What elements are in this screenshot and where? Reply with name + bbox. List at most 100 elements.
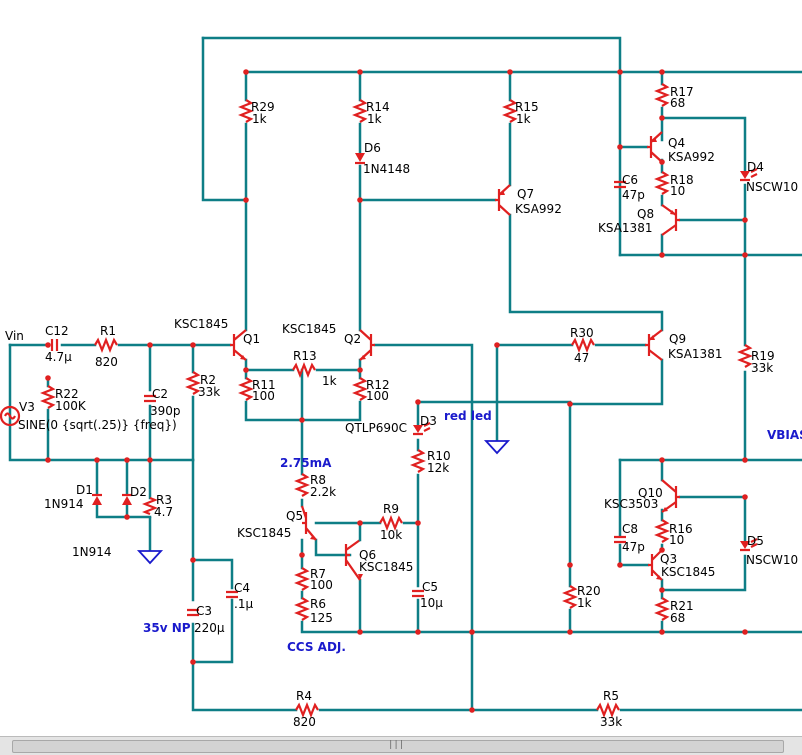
scrollbar-grip-icon: ||| [388,740,405,750]
d1-diode[interactable] [92,493,102,505]
d5-led[interactable] [740,538,758,552]
q3-transistor[interactable] [648,549,663,581]
q3-label: Q3 [660,552,677,566]
c3-capacitor[interactable] [187,608,199,617]
r29-value: 1k [252,112,267,126]
r19-resistor[interactable] [737,344,753,368]
c12-capacitor[interactable] [50,339,59,351]
r4-value: 820 [293,715,316,729]
q5-label: Q5 [286,509,303,523]
d2-diode[interactable] [122,493,132,505]
c6-value: 47p [622,188,645,202]
c6-label: C6 [622,173,638,187]
r6-value: 125 [310,611,333,625]
c4-capacitor[interactable] [226,590,238,599]
r7-label: R7 [310,567,326,581]
r20-resistor[interactable] [562,585,578,609]
c5-capacitor[interactable] [412,589,424,598]
r6-resistor[interactable] [294,597,310,621]
r9-resistor[interactable] [379,515,403,531]
q2-model: KSC1845 [282,322,336,336]
q2-label: Q2 [344,332,361,346]
r10-value: 12k [427,461,449,475]
r12-resistor[interactable] [352,377,368,401]
r15-value: 1k [516,112,531,126]
r14-resistor[interactable] [352,99,368,123]
vbias-label: VBIAS [767,428,802,442]
q1-model: KSC1845 [174,317,228,331]
q9-label: Q9 [669,332,686,346]
r13-resistor[interactable] [292,362,316,378]
schematic-canvas[interactable]: Vin C12 4.7µ R1 820 R22 100K V3 SINE(0 {… [0,0,802,736]
v3-source[interactable] [0,405,21,427]
r2-resistor[interactable] [185,371,201,395]
labels: Vin C12 4.7µ R1 820 R22 100K V3 SINE(0 {… [5,85,802,729]
r3-resistor[interactable] [142,496,158,516]
r29-resistor[interactable] [238,99,254,123]
q7-transistor[interactable] [495,184,511,216]
r30-resistor[interactable] [571,337,595,353]
r7-resistor[interactable] [294,567,310,591]
r21-resistor[interactable] [654,597,670,621]
q6-transistor[interactable] [344,521,363,581]
q10-model: KSC3503 [604,497,658,511]
r18-resistor[interactable] [654,171,670,195]
horizontal-scrollbar[interactable]: ||| [0,736,802,755]
q4-model: KSA992 [668,150,715,164]
d6-diode[interactable] [355,153,365,165]
d1-value: 1N914 [44,497,84,511]
q9-transistor[interactable] [645,329,663,361]
r16-label: R16 [669,522,693,536]
r5-resistor[interactable] [596,702,620,718]
r4-resistor[interactable] [295,702,319,718]
junctions [45,69,748,713]
d4-led[interactable] [740,168,758,182]
q4-transistor[interactable] [647,131,663,163]
q10-transistor[interactable] [661,479,680,513]
r8-label: R8 [310,473,326,487]
r9-value: 10k [380,528,402,542]
d6-value: 1N4148 [363,162,410,176]
q3-model: KSC1845 [661,565,715,579]
r4-label: R4 [296,689,312,703]
r2-label: R2 [200,373,216,387]
r6-label: R6 [310,597,326,611]
q7-label: Q7 [517,187,534,201]
q5-transistor[interactable] [300,505,317,541]
r15-resistor[interactable] [502,99,518,123]
d3-led[interactable] [413,422,431,436]
r13-value: 1k [322,374,337,388]
r16-resistor[interactable] [654,519,670,543]
vin-label: Vin [5,329,24,343]
r17-resistor[interactable] [654,83,670,107]
r30-value: 47 [574,351,589,365]
r11-resistor[interactable] [238,377,254,401]
r20-label: R20 [577,584,601,598]
q10-label: Q10 [638,486,663,500]
r7-value: 100 [310,578,333,592]
c6-capacitor[interactable] [614,180,626,189]
d3-label: D3 [420,414,437,428]
c2-capacitor[interactable] [144,394,156,403]
r1-resistor[interactable] [94,337,118,353]
c12-label: C12 [45,324,69,338]
q1-label: Q1 [243,332,260,346]
v3-label: V3 [19,400,35,414]
r8-resistor[interactable] [294,473,310,497]
q8-transistor[interactable] [661,204,680,236]
r22-resistor[interactable] [40,385,56,409]
r9-label: R9 [383,502,399,516]
c3-note: 35v NP [143,621,191,635]
r10-resistor[interactable] [410,449,426,473]
r17-value: 68 [670,96,685,110]
r5-label: R5 [603,689,619,703]
q5-model: KSC1845 [237,526,291,540]
c8-capacitor[interactable] [614,535,626,544]
d3-note: red led [444,409,492,423]
scrollbar-thumb[interactable]: ||| [12,740,784,753]
d1-label: D1 [76,483,93,497]
q1-transistor[interactable] [230,329,247,361]
r17-label: R17 [670,85,694,99]
q2-transistor[interactable] [359,329,375,361]
q4-label: Q4 [668,136,685,150]
